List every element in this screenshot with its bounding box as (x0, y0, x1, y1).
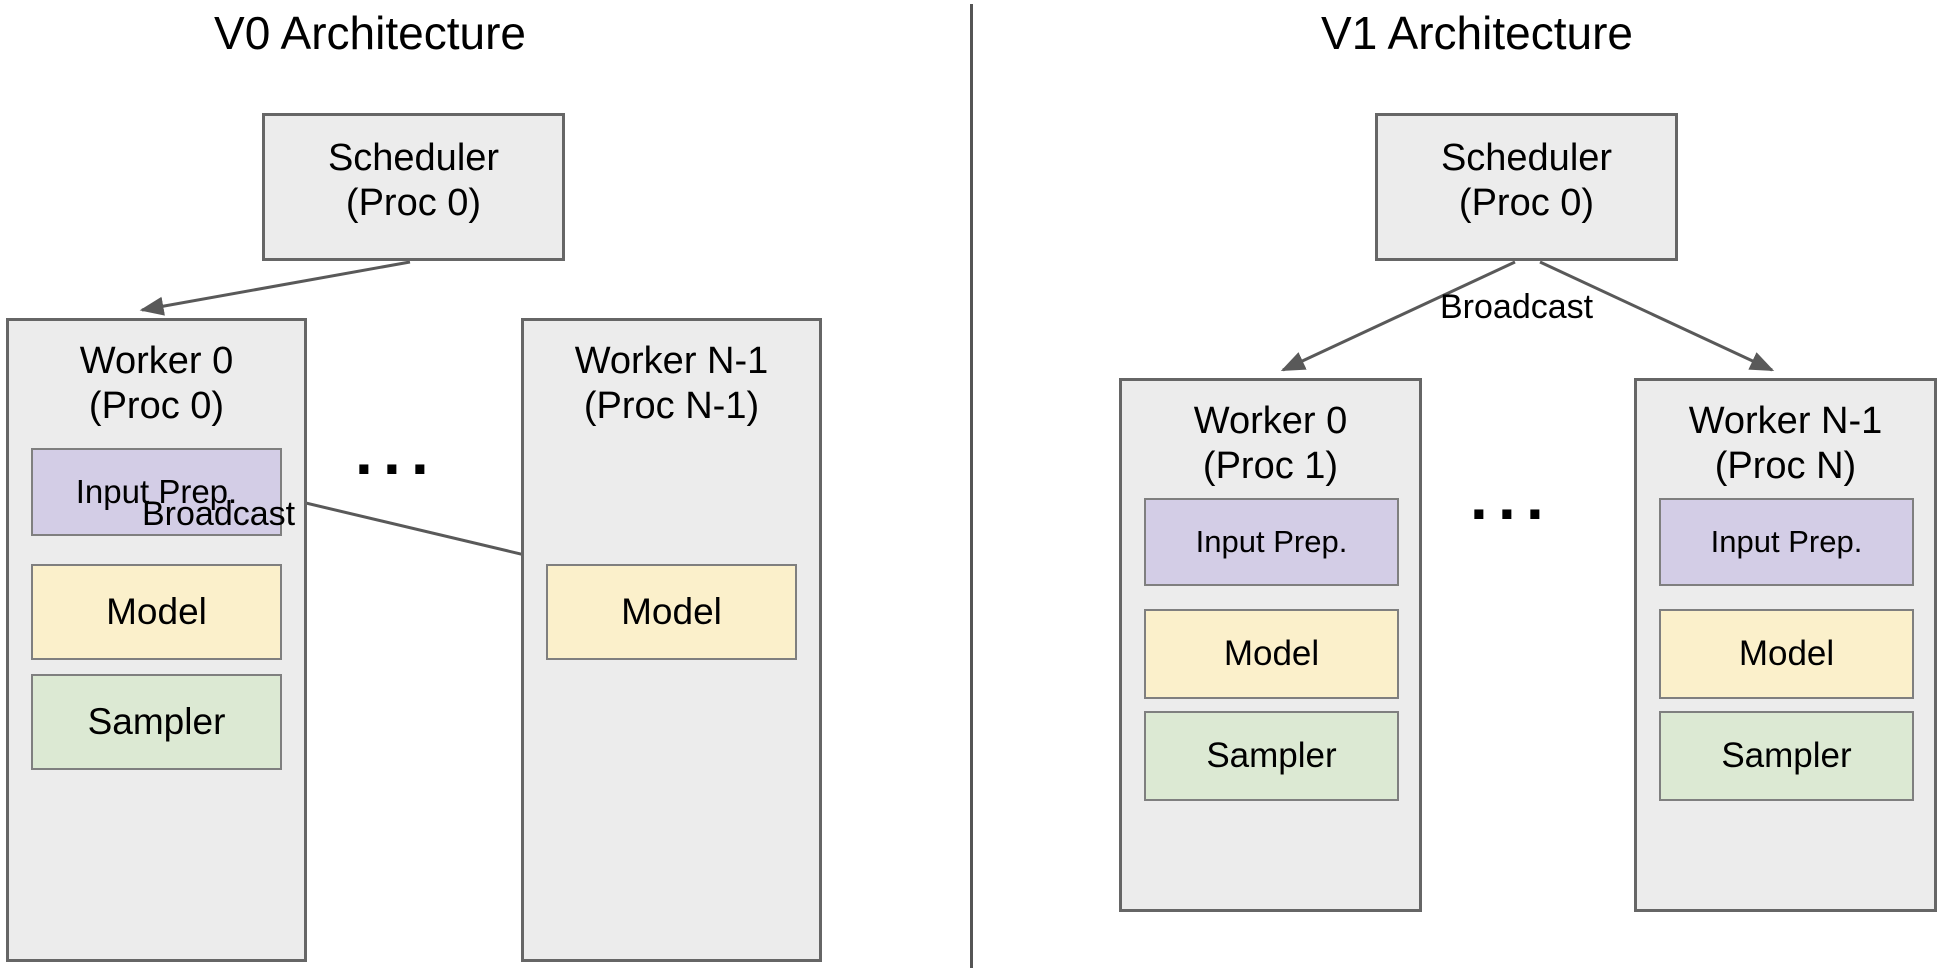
v1-worker-0-box[interactable]: Worker 0 (Proc 1) Input Prep. Model Samp… (1119, 378, 1422, 912)
v0-worker-n1-model-label: Model (621, 590, 722, 632)
v0-worker-0-model-chip[interactable]: Model (31, 564, 282, 660)
v0-worker-0-input-prep-label: Input Prep. (75, 472, 238, 510)
panel-divider (970, 4, 973, 968)
v1-worker-n1-model-chip[interactable]: Model (1659, 609, 1914, 699)
v1-worker-0-model-label: Model (1223, 633, 1320, 673)
v0-worker-n1-label: Worker N-1 (Proc N-1) (574, 340, 769, 427)
v1-worker-n1-input-prep-chip[interactable]: Input Prep. (1659, 498, 1914, 586)
v0-scheduler-label: Scheduler (Proc 0) (327, 137, 500, 224)
v0-worker-0-sampler-chip[interactable]: Sampler (31, 674, 282, 770)
v0-broadcast-edge-label: Broadcast (142, 495, 296, 533)
v1-worker-0-input-prep-chip[interactable]: Input Prep. (1144, 498, 1399, 586)
v1-worker-n1-model-label: Model (1738, 633, 1835, 673)
v1-worker-n1-box[interactable]: Worker N-1 (Proc N) Input Prep. Model Sa… (1634, 378, 1937, 912)
v0-worker-0-label: Worker 0 (Proc 0) (79, 340, 234, 427)
v0-worker-0-sampler-label: Sampler (87, 700, 226, 742)
v1-worker-0-input-prep-label: Input Prep. (1195, 523, 1348, 559)
v0-worker-0-input-prep-chip[interactable]: Input Prep. (31, 448, 282, 536)
v1-worker-0-label: Worker 0 (Proc 1) (1193, 400, 1348, 487)
v1-broadcast-edge-label: Broadcast (1440, 288, 1594, 326)
v0-worker-n1-model-chip[interactable]: Model (546, 564, 797, 660)
v1-worker-n1-input-prep-label: Input Prep. (1710, 523, 1863, 559)
v1-worker-0-model-chip[interactable]: Model (1144, 609, 1399, 699)
v0-panel-title: V0 Architecture (214, 7, 526, 59)
v1-worker-n1-label: Worker N-1 (Proc N) (1688, 400, 1883, 487)
v1-ellipsis: ... (1470, 461, 1555, 533)
v0-ellipsis: ... (355, 416, 440, 488)
v0-worker-0-model-label: Model (106, 590, 207, 632)
v1-panel-title: V1 Architecture (1321, 7, 1633, 59)
v1-scheduler-box[interactable]: Scheduler (Proc 0) (1375, 113, 1678, 261)
v1-worker-n1-sampler-label: Sampler (1721, 735, 1852, 775)
v1-scheduler-label: Scheduler (Proc 0) (1440, 137, 1613, 224)
arrow-v0-scheduler-to-worker0 (139, 260, 411, 316)
v0-scheduler-box[interactable]: Scheduler (Proc 0) (262, 113, 565, 261)
v1-worker-n1-sampler-chip[interactable]: Sampler (1659, 711, 1914, 801)
v0-worker-0-box[interactable]: Worker 0 (Proc 0) Input Prep. Model Samp… (6, 318, 307, 962)
v0-worker-n1-box[interactable]: Worker N-1 (Proc N-1) Model (521, 318, 822, 962)
v1-worker-0-sampler-chip[interactable]: Sampler (1144, 711, 1399, 801)
v1-worker-0-sampler-label: Sampler (1206, 735, 1337, 775)
